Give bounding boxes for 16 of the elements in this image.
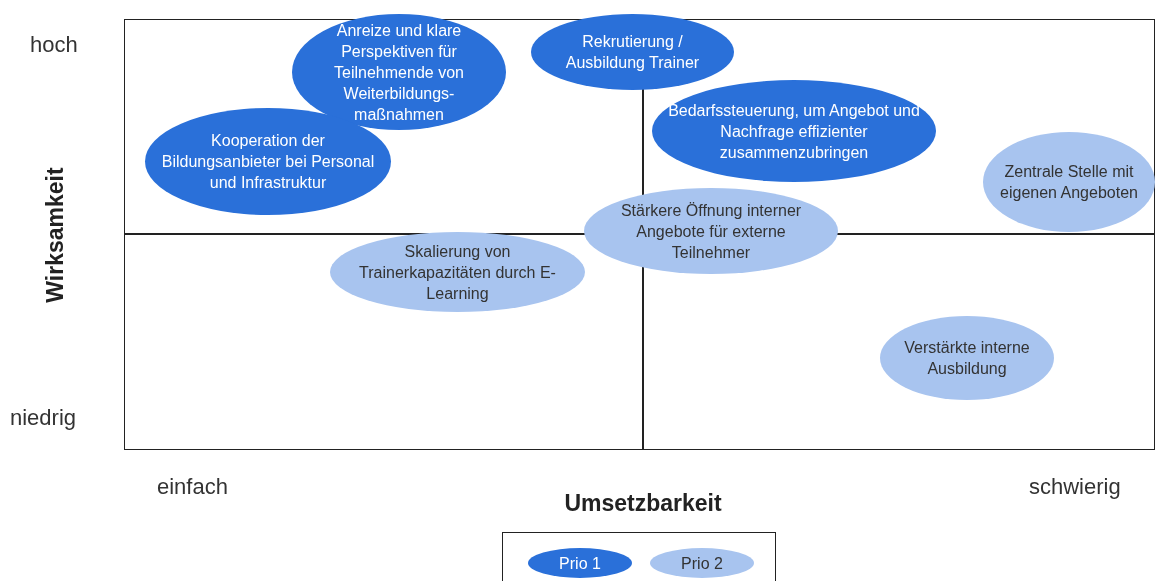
measure-text: Stärkere Öffnung interner Angebote für externe Teilnehmer [619,200,803,263]
legend-label: Prio 2 [680,553,724,574]
axis-tick-label: einfach [157,474,228,500]
measure-text: Rekrutierung / Ausbildung Trainer [564,32,701,73]
legend-label: Prio 1 [558,553,602,574]
measure-text: Zentrale Stelle mit eigenen Angeboten [999,162,1139,203]
axis-title: Wirksamkeit [41,167,69,303]
axis-title: Umsetzbarkeit [564,490,722,517]
measure-text: Kooperation der Bildungsanbieter bei Personal und Infrastruktur [160,131,376,193]
measure-text: Verstärkte interne Ausbildung [903,338,1031,379]
measure-text: Bedarfssteuerung, um Angebot und Nachfrage effizienter zusammenzubringen [667,100,921,163]
measure-text: Anreize und klare Perspektiven für Teilnehmende von Weiterbildungs-maßnahmen [333,20,465,125]
axis-tick-label: hoch [30,32,78,58]
axis-tick-label: niedrig [10,405,77,431]
axis-tick-label: schwierig [1029,474,1121,500]
measure-text: Skalierung von Trainerkapazitäten durch E-Learning [358,241,557,304]
